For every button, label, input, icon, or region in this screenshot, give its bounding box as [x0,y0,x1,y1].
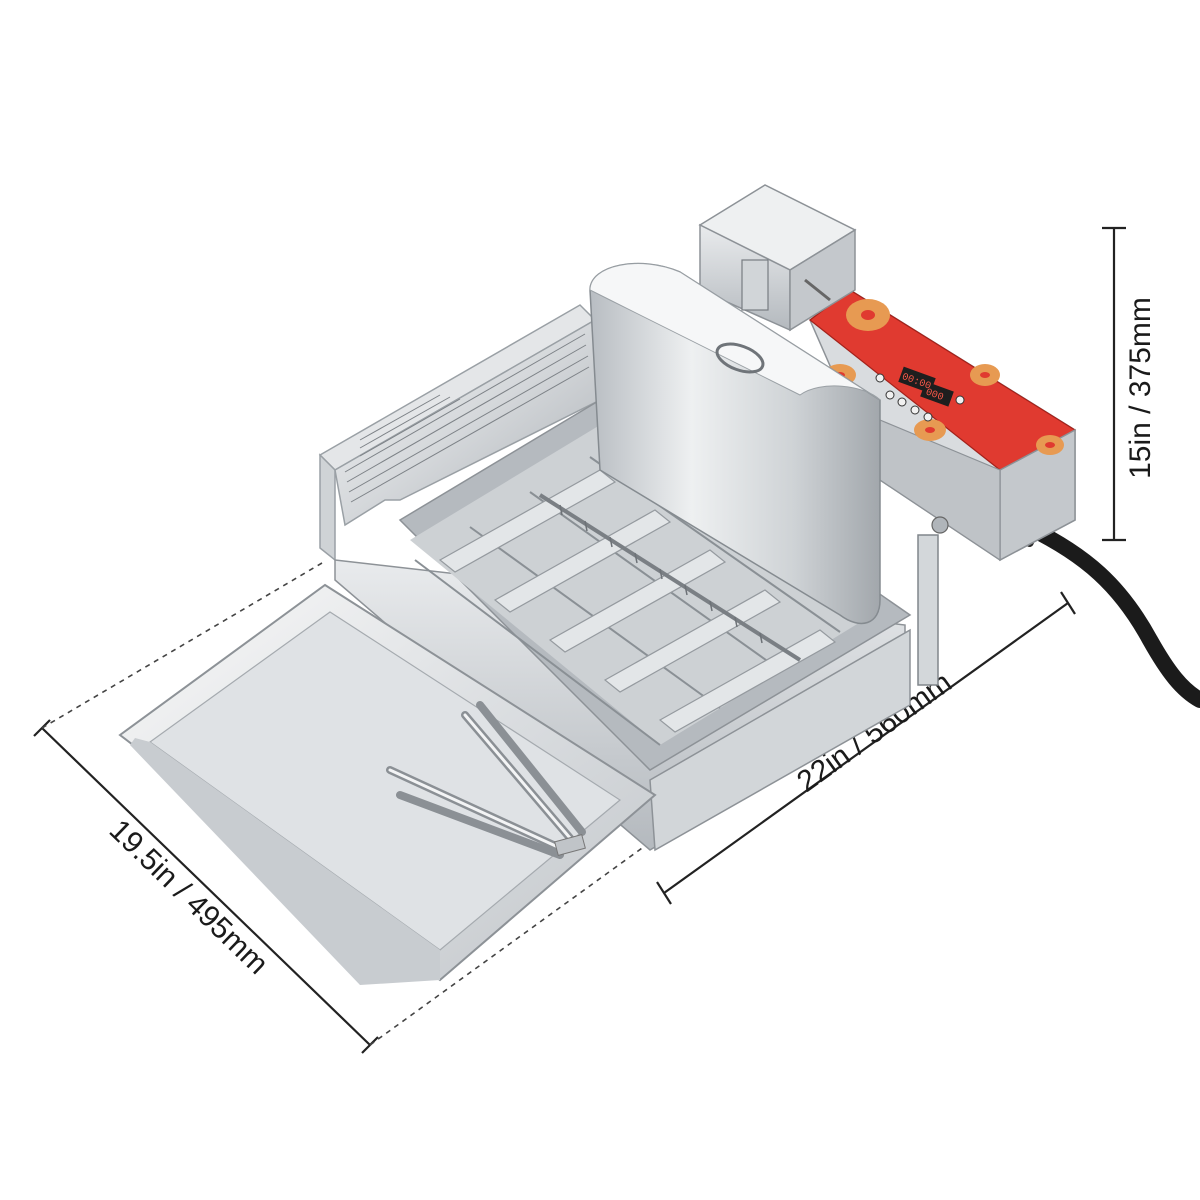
tongs [386,701,586,859]
height-label: 15in / 375mm [1124,297,1157,479]
temp-down-button[interactable] [923,412,933,422]
flip-cover [589,262,881,625]
drip-tray [118,583,657,985]
motor-bracket [741,259,769,311]
control-box: 00:00 000 [809,289,1077,562]
power-button[interactable] [875,373,885,383]
start-button[interactable] [955,395,965,405]
control-buttons[interactable] [875,373,965,422]
fryer-body [318,304,912,852]
temp-up-button[interactable] [910,405,920,415]
height-dimension [1102,226,1126,542]
width-dimension [656,591,1076,905]
cover-handle[interactable] [713,339,766,378]
depth-dimension [33,562,657,1054]
motor-housing [698,184,857,332]
instruction-sticker [344,333,590,503]
side-lever[interactable] [917,516,949,686]
timer-up-button[interactable] [885,390,895,400]
timer-down-button[interactable] [897,397,907,407]
temperature-display [920,381,954,407]
pusher-shaft [538,493,802,662]
